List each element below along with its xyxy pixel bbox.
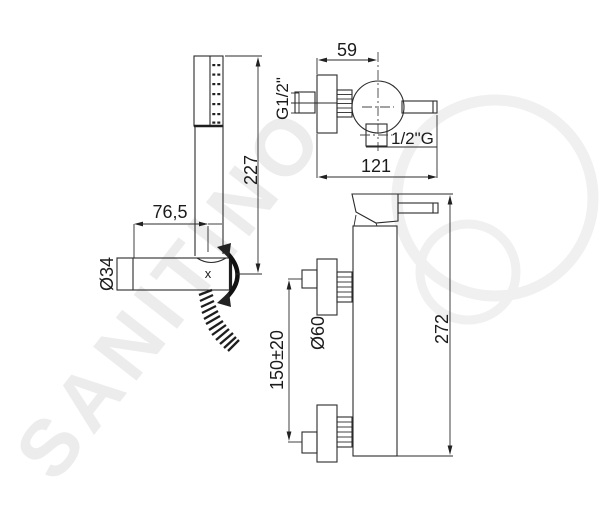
dimension-mixer-height: 272: [397, 193, 453, 457]
shower-hose-icon: [198, 288, 240, 352]
front-neck-line-left: [353, 214, 357, 227]
rotation-arrow-icon: [217, 243, 240, 307]
holder-socket-arc: [196, 257, 227, 264]
lower-wall-connector: [301, 431, 318, 454]
lower-escutcheon: [316, 404, 338, 463]
watermark-small-ring-icon: [415, 219, 521, 325]
dim-59-label: 59: [337, 40, 357, 60]
dim-272-label: 272: [432, 314, 452, 344]
mixer-front-view: Ø60 150±20 272: [267, 193, 453, 463]
outlet-thread-label: 1/2"G: [391, 129, 434, 148]
lower-union-nut: [336, 416, 353, 448]
top-inlet-connector: [294, 91, 316, 114]
dimension-hand-shower-height: 227: [225, 55, 262, 275]
dim-121-label: 121: [361, 156, 391, 176]
watermark-ring-icon: [391, 94, 599, 302]
dim-227-label: 227: [241, 155, 261, 185]
inlet-thread-label: G1/2": [273, 77, 292, 120]
shower-head: [193, 55, 224, 128]
watermark: SANITINO: [0, 89, 599, 495]
shower-head-outline: [193, 55, 224, 127]
top-wall-plate: [316, 74, 338, 134]
shower-holder: x: [116, 257, 233, 291]
holder-diameter-label: Ø34: [97, 257, 117, 291]
dim-150-label: 150±20: [267, 330, 287, 390]
mixer-top-view: G1/2" 1/2"G: [273, 40, 438, 180]
dimension-holder-offset: 76,5: [133, 202, 222, 258]
dimension-inlet-spacing: 150±20: [267, 280, 292, 441]
top-lever-handle: [401, 100, 438, 114]
dimension-mixer-depth: 59: [316, 40, 377, 74]
hand-shower-view: x 227: [97, 55, 262, 352]
front-handle-cap: [351, 193, 399, 224]
upper-union-nut: [336, 271, 353, 303]
dimension-mixer-width: 121: [316, 115, 438, 180]
top-union-nut: [336, 89, 353, 118]
front-lever-handle: [397, 202, 439, 214]
pivot-mark: x: [205, 266, 212, 281]
dim-76-5-label: 76,5: [152, 202, 187, 222]
shower-handle: [194, 126, 224, 256]
watermark-text: SANITINO: [0, 89, 343, 495]
upper-escutcheon: [316, 258, 338, 316]
front-lower-connection: [288, 404, 353, 463]
upper-wall-connector: [301, 269, 318, 289]
front-upper-connection: [288, 258, 353, 316]
spray-nozzles-icon: [212, 64, 221, 124]
front-mixer-body: [352, 225, 398, 457]
escutcheon-diameter-label: Ø60: [308, 316, 328, 350]
